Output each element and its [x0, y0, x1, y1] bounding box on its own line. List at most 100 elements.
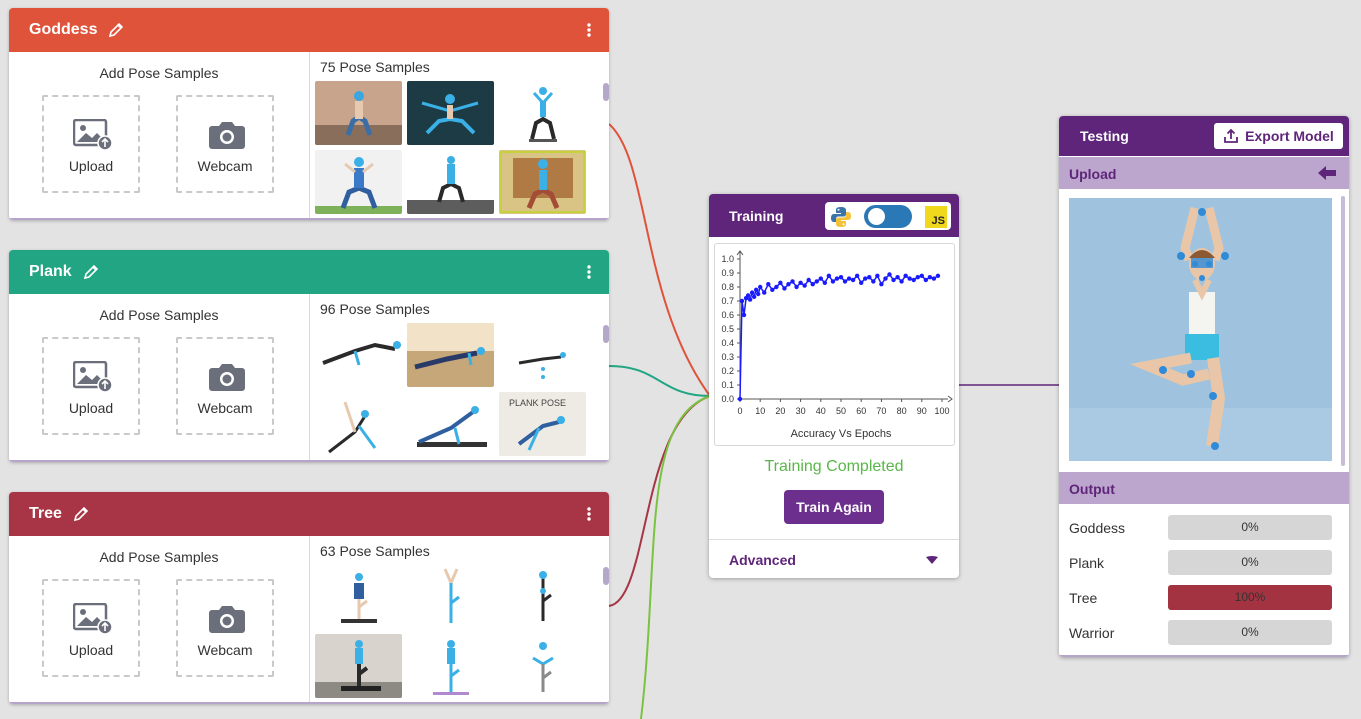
pencil-icon[interactable]	[107, 21, 125, 39]
accuracy-point	[778, 280, 783, 285]
sample-thumbnail[interactable]	[407, 392, 494, 456]
upload-button[interactable]: Upload	[42, 579, 140, 677]
arrow-left-icon[interactable]	[1317, 165, 1337, 181]
y-tick-label: 0.1	[721, 380, 734, 390]
webcam-button[interactable]: Webcam	[176, 579, 274, 677]
sample-thumbnail[interactable]	[407, 565, 494, 629]
accuracy-point	[931, 276, 937, 281]
warrior-wire	[640, 395, 711, 719]
accuracy-point	[842, 279, 848, 284]
confidence-fill	[1168, 585, 1332, 610]
class-name[interactable]: Plank	[29, 263, 72, 280]
toggle-switch[interactable]	[864, 205, 912, 228]
confidence-bar: 0%	[1168, 620, 1332, 645]
class-name[interactable]: Tree	[29, 505, 62, 522]
upload-label: Upload	[68, 642, 114, 658]
accuracy-point	[915, 275, 920, 280]
plank-wire	[608, 365, 711, 397]
accuracy-point	[927, 275, 933, 280]
output-row: Tree 100%	[1059, 585, 1349, 611]
sample-thumbnail[interactable]	[407, 323, 494, 387]
class-header: Goddess	[9, 8, 609, 52]
accuracy-point	[798, 280, 803, 285]
y-tick-label: 0.5	[721, 324, 734, 334]
sample-thumbnail[interactable]	[315, 565, 402, 629]
sample-thumbnail[interactable]	[315, 81, 402, 145]
webcam-button[interactable]: Webcam	[176, 337, 274, 435]
accuracy-point	[859, 280, 864, 285]
add-samples-title: Add Pose Samples	[99, 549, 219, 565]
class-card-goddess: Goddess Add Pose Samples Upload Webcam 7…	[9, 8, 609, 220]
sample-thumbnail[interactable]: PLANK POSE	[499, 392, 586, 456]
x-tick-label: 40	[816, 406, 826, 416]
language-toggle[interactable]: JS	[825, 202, 951, 230]
accuracy-point	[830, 279, 836, 284]
upload-button[interactable]: Upload	[42, 337, 140, 435]
testing-header: Testing Export Model	[1059, 116, 1349, 156]
accuracy-point	[846, 276, 852, 281]
samples-scrollbar[interactable]	[603, 325, 609, 343]
kebab-menu-icon[interactable]	[581, 505, 597, 523]
y-tick-label: 0.2	[721, 366, 734, 376]
pencil-icon[interactable]	[82, 263, 100, 281]
image-scrollbar[interactable]	[1341, 196, 1345, 466]
advanced-label: Advanced	[729, 552, 796, 568]
accuracy-point	[737, 396, 743, 402]
confidence-value: 0%	[1241, 520, 1259, 534]
sample-count: 75 Pose Samples	[320, 59, 430, 75]
class-header: Tree	[9, 492, 609, 536]
accuracy-point	[911, 277, 916, 283]
kebab-menu-icon[interactable]	[581, 263, 597, 281]
sample-thumbnail[interactable]	[407, 81, 494, 145]
accuracy-point	[802, 283, 807, 288]
output-row: Plank 0%	[1059, 550, 1349, 576]
accuracy-point	[810, 282, 815, 287]
sample-thumbnail[interactable]	[499, 634, 586, 698]
accuracy-point	[814, 279, 819, 284]
samples-scrollbar[interactable]	[603, 567, 609, 585]
upload-section-bar: Upload	[1059, 157, 1349, 189]
sample-thumbnail[interactable]	[315, 634, 402, 698]
sample-thumbnail[interactable]	[499, 565, 586, 629]
kebab-menu-icon[interactable]	[581, 21, 597, 39]
output-class-label: Tree	[1069, 590, 1098, 606]
sample-thumbnail[interactable]	[499, 81, 586, 145]
webcam-button[interactable]: Webcam	[176, 95, 274, 193]
accuracy-point	[903, 273, 908, 278]
accuracy-point	[850, 277, 856, 283]
sample-thumbnail[interactable]	[499, 323, 586, 387]
x-tick-label: 10	[755, 406, 765, 416]
chevron-down-icon[interactable]	[925, 555, 939, 565]
sample-thumbnail[interactable]	[315, 150, 402, 214]
sample-thumbnail[interactable]	[407, 150, 494, 214]
sample-thumbnail[interactable]	[315, 392, 402, 456]
confidence-value: 0%	[1241, 625, 1259, 639]
export-model-button[interactable]: Export Model	[1214, 123, 1343, 149]
x-tick-label: 100	[934, 406, 949, 416]
accuracy-point	[753, 287, 759, 292]
samples-scrollbar[interactable]	[603, 83, 609, 101]
y-tick-label: 1.0	[721, 254, 734, 264]
class-name[interactable]: Goddess	[29, 21, 98, 38]
sample-thumbnail[interactable]	[499, 150, 586, 214]
accuracy-point	[907, 276, 912, 281]
output-section-bar: Output	[1059, 472, 1349, 504]
sample-thumbnail[interactable]	[315, 323, 402, 387]
train-again-button[interactable]: Train Again	[784, 490, 884, 524]
accuracy-point	[774, 284, 779, 290]
y-tick-label: 0.9	[721, 268, 734, 278]
accuracy-line	[739, 273, 939, 400]
upload-label: Upload	[68, 400, 114, 416]
x-tick-label: 20	[775, 406, 785, 416]
accuracy-point	[883, 276, 888, 281]
training-title: Training	[729, 208, 784, 224]
pencil-icon[interactable]	[72, 505, 90, 523]
advanced-section[interactable]: Advanced	[709, 539, 959, 578]
accuracy-point	[895, 275, 900, 280]
x-axis-arrow	[947, 395, 953, 403]
camera-icon	[209, 122, 245, 149]
accuracy-point	[751, 294, 757, 299]
upload-button[interactable]: Upload	[42, 95, 140, 193]
sample-thumbnail[interactable]	[407, 634, 494, 698]
